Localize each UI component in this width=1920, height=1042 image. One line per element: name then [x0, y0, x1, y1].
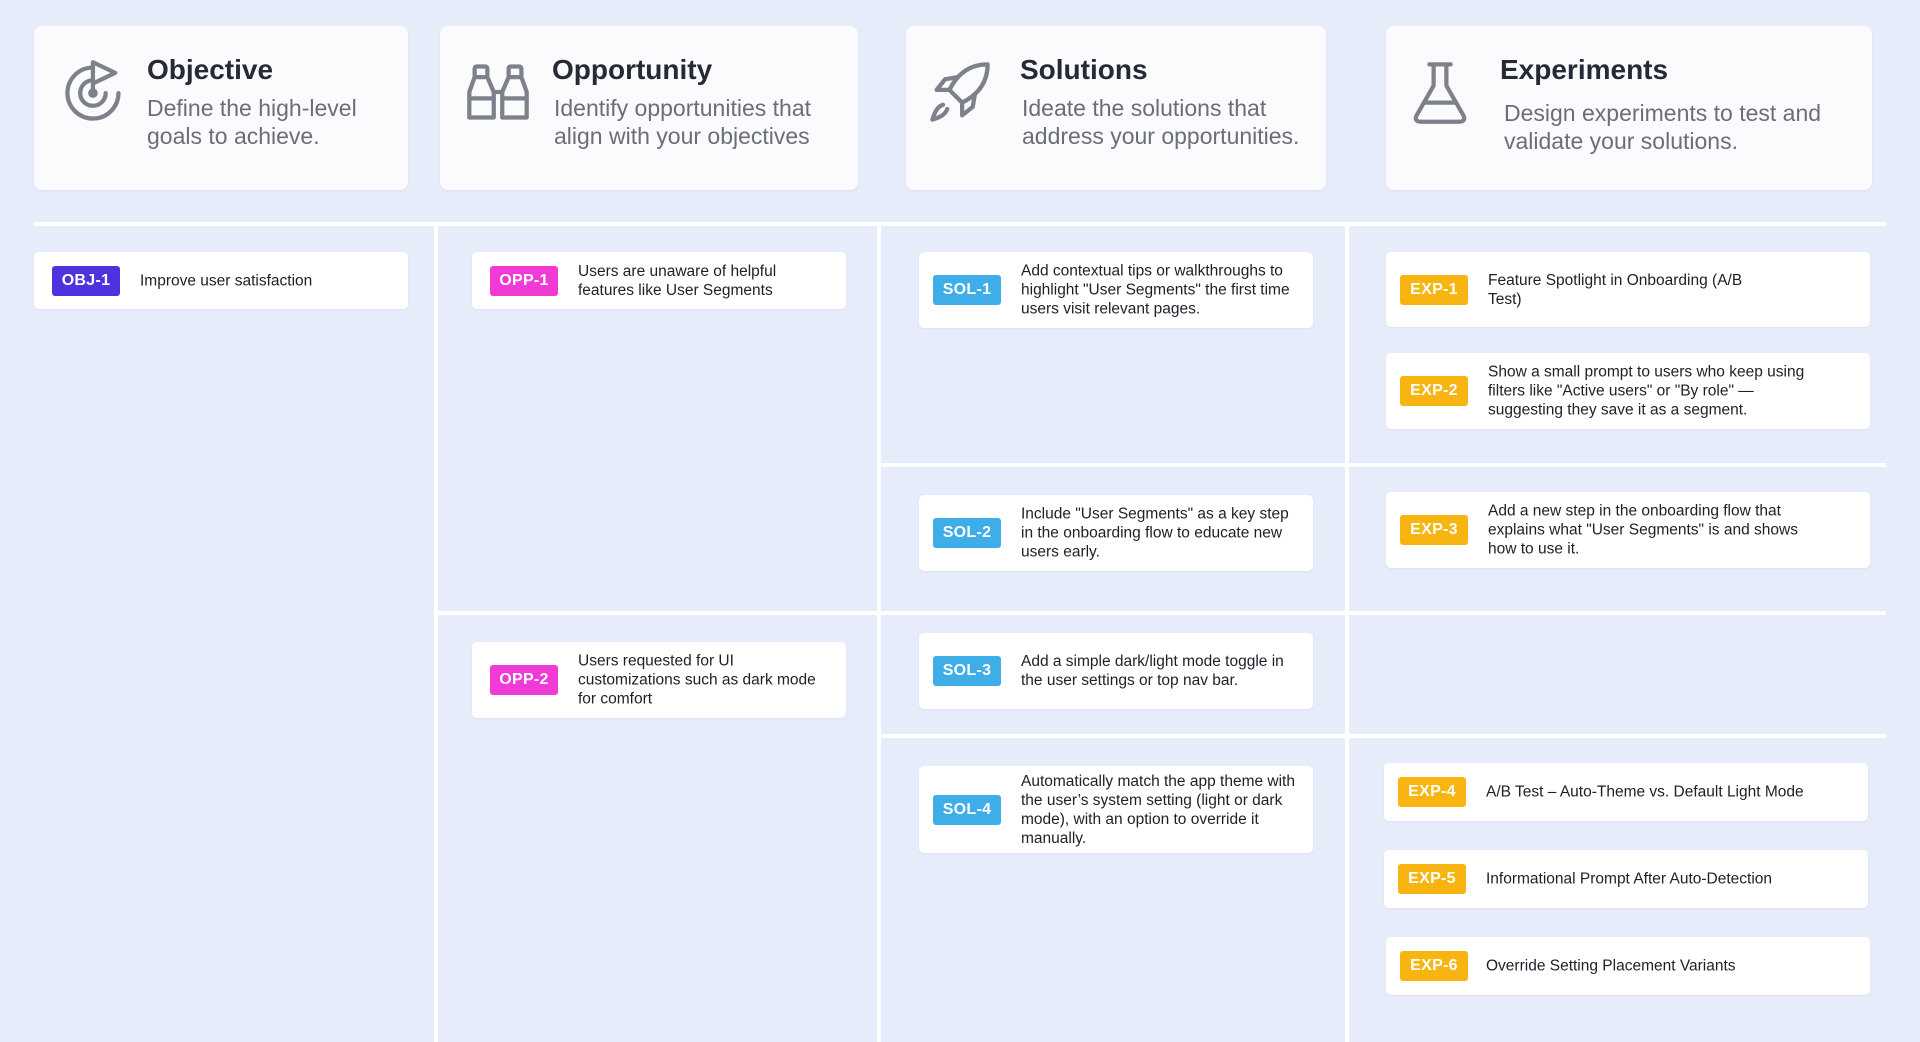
solution-text: Include "User Segments" as a key step in…: [1021, 505, 1289, 561]
opportunity-card[interactable]: OPP-2 Users requested for UI customizati…: [472, 642, 846, 718]
column-divider-opportunity: [877, 226, 881, 1042]
objective-text: Improve user satisfaction: [140, 272, 313, 289]
rocket-icon: [926, 56, 994, 128]
experiment-id-badge: EXP-6: [1400, 951, 1468, 981]
objective-title: Objective: [147, 54, 274, 85]
opportunity-text: Users requested for UI customizations su…: [578, 652, 816, 708]
experiment-text: A/B Test – Auto-Theme vs. Default Light …: [1486, 783, 1804, 801]
flask-icon: [1406, 56, 1474, 128]
solution-id-badge: SOL-1: [933, 275, 1001, 305]
opportunity-description: Identify opportunities that align with y…: [554, 95, 811, 149]
objective-description: Define the high-level goals to achieve.: [147, 95, 357, 149]
column-divider-objective: [434, 226, 438, 1042]
solution-text: Add contextual tips or walkthroughs to h…: [1021, 262, 1290, 318]
opportunity-id-badge: OPP-1: [490, 265, 558, 296]
solution-card[interactable]: SOL-3 Add a simple dark/light mode toggl…: [919, 633, 1313, 709]
target-icon: [60, 56, 128, 128]
solution-card[interactable]: SOL-4 Automatically match the app theme …: [919, 766, 1313, 853]
solutions-description: Ideate the solutions that address your o…: [1022, 95, 1300, 149]
experiment-id-badge: EXP-5: [1398, 864, 1466, 894]
objective-card[interactable]: OBJ-1 Improve user satisfaction: [34, 252, 408, 309]
row-divider-sol-3: [881, 734, 1886, 738]
row-divider-sol-1: [881, 463, 1886, 467]
experiment-id-badge: EXP-4: [1398, 777, 1466, 807]
row-divider-opp-1: [438, 611, 1886, 615]
experiment-card[interactable]: EXP-4 A/B Test – Auto-Theme vs. Default …: [1384, 763, 1868, 821]
experiment-text: Informational Prompt After Auto-Detectio…: [1486, 870, 1773, 888]
objective-id-badge: OBJ-1: [52, 265, 120, 296]
opportunity-text: Users are unaware of helpful features li…: [578, 262, 777, 299]
experiment-text: Override Setting Placement Variants: [1486, 957, 1736, 975]
solutions-header-card: Solutions Ideate the solutions that addr…: [906, 26, 1326, 190]
opportunity-title: Opportunity: [552, 54, 713, 85]
opportunity-header-card: Opportunity Identify opportunities that …: [440, 26, 858, 190]
solution-id-badge: SOL-3: [933, 656, 1001, 686]
experiment-card[interactable]: EXP-1 Feature Spotlight in Onboarding (A…: [1386, 252, 1870, 327]
solution-id-badge: SOL-2: [933, 518, 1001, 548]
column-divider-solutions: [1345, 226, 1349, 1042]
binoculars-icon: [464, 56, 532, 128]
experiment-card[interactable]: EXP-3 Add a new step in the onboarding f…: [1386, 492, 1870, 568]
experiment-text: Add a new step in the onboarding flow th…: [1488, 502, 1798, 558]
experiment-card[interactable]: EXP-5 Informational Prompt After Auto-De…: [1384, 850, 1868, 908]
experiment-text: Feature Spotlight in Onboarding (A/B Tes…: [1488, 271, 1743, 308]
solution-text: Add a simple dark/light mode toggle in t…: [1021, 653, 1284, 689]
solution-text: Automatically match the app theme with t…: [1021, 772, 1295, 847]
solutions-title: Solutions: [1020, 54, 1148, 85]
experiment-text: Show a small prompt to users who keep us…: [1488, 363, 1805, 419]
objective-header-card: Objective Define the high-level goals to…: [34, 26, 408, 190]
experiments-header-card: Experiments Design experiments to test a…: [1386, 26, 1872, 190]
opportunity-card[interactable]: OPP-1 Users are unaware of helpful featu…: [472, 252, 846, 309]
experiment-id-badge: EXP-1: [1400, 274, 1468, 305]
solution-id-badge: SOL-4: [933, 794, 1001, 825]
header-divider: [34, 222, 1886, 226]
experiment-id-badge: EXP-2: [1400, 376, 1468, 406]
solution-card[interactable]: SOL-1 Add contextual tips or walkthrough…: [919, 252, 1313, 328]
solution-card[interactable]: SOL-2 Include "User Segments" as a key s…: [919, 495, 1313, 571]
experiment-id-badge: EXP-3: [1400, 515, 1468, 545]
experiment-card[interactable]: EXP-6 Override Setting Placement Variant…: [1386, 937, 1870, 995]
experiments-description: Design experiments to test and validate …: [1504, 100, 1822, 154]
experiments-title: Experiments: [1500, 54, 1669, 85]
experiment-card[interactable]: EXP-2 Show a small prompt to users who k…: [1386, 353, 1870, 429]
opportunity-id-badge: OPP-2: [490, 665, 558, 695]
